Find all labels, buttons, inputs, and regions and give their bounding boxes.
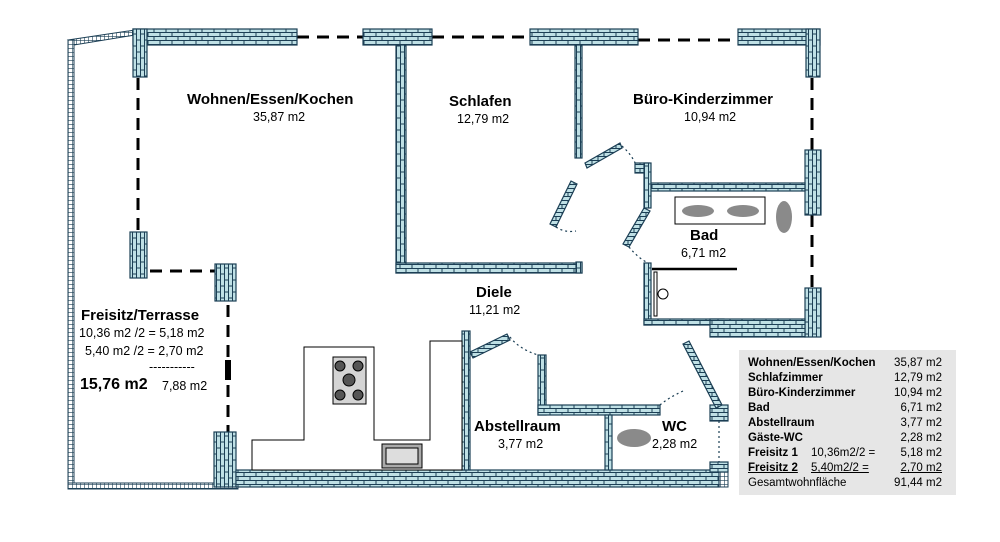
terrace-separator: ----------- bbox=[149, 360, 195, 374]
row-name: Freisitz 1 bbox=[748, 447, 798, 459]
row-value: 35,87 m2 bbox=[894, 357, 942, 369]
row-name: Schlafzimmer bbox=[748, 372, 823, 384]
table-row: Bad 6,71 m2 bbox=[748, 402, 942, 416]
room-name-wc: WC bbox=[662, 418, 687, 435]
terrace-calc-1: 10,36 m2 /2 = 5,18 m2 bbox=[79, 326, 205, 340]
room-area-wc: 2,28 m2 bbox=[652, 437, 698, 451]
terrace-calc-2: 5,40 m2 /2 = 2,70 m2 bbox=[85, 344, 204, 358]
row-value: 12,79 m2 bbox=[894, 372, 942, 384]
terrace-total: 15,76 m2 bbox=[80, 376, 148, 393]
row-name: Freisitz 2 bbox=[748, 462, 798, 474]
brick-walls bbox=[129, 28, 822, 488]
room-area-bad: 6,71 m2 bbox=[681, 246, 727, 260]
table-row-total: Gesamtwohnfläche 91,44 m2 bbox=[748, 477, 942, 491]
terrace-half: 7,88 m2 bbox=[162, 379, 208, 393]
room-name-schlafen: Schlafen bbox=[449, 93, 512, 110]
row-value: 2,70 m2 bbox=[900, 462, 942, 474]
row-calc: 10,36m2/2 = bbox=[811, 447, 876, 459]
row-value: 2,28 m2 bbox=[900, 432, 942, 444]
room-name-bad: Bad bbox=[690, 227, 719, 244]
room-area-schlafen: 12,79 m2 bbox=[457, 112, 510, 126]
room-name-abstellraum: Abstellraum bbox=[474, 418, 561, 435]
door-swing-arcs bbox=[509, 145, 720, 462]
row-calc: 5,40m2/2 = bbox=[811, 462, 869, 474]
table-row: Schlafzimmer 12,79 m2 bbox=[748, 372, 942, 386]
row-name: Gesamtwohnfläche bbox=[748, 477, 847, 489]
row-value: 5,18 m2 bbox=[900, 447, 942, 459]
row-value: 6,71 m2 bbox=[900, 402, 942, 414]
row-name: Gäste-WC bbox=[748, 432, 803, 444]
table-row: Büro-Kinderzimmer 10,94 m2 bbox=[748, 387, 942, 401]
room-area-wohnen: 35,87 m2 bbox=[253, 110, 306, 124]
room-name-diele: Diele bbox=[476, 284, 512, 301]
row-name: Bad bbox=[748, 402, 770, 414]
room-name-buero: Büro-Kinderzimmer bbox=[633, 91, 774, 108]
bathroom-fixtures bbox=[617, 196, 792, 447]
row-name: Büro-Kinderzimmer bbox=[748, 387, 856, 399]
room-area-diele: 11,21 m2 bbox=[469, 303, 521, 317]
room-name-wohnen: Wohnen/Essen/Kochen bbox=[187, 91, 354, 108]
room-area-abstellraum: 3,77 m2 bbox=[498, 437, 544, 451]
kitchen-units bbox=[251, 340, 463, 471]
table-row-freisitz-2: Freisitz 2 5,40m2/2 = 2,70 m2 bbox=[748, 462, 942, 476]
area-summary-table: Wohnen/Essen/Kochen 35,87 m2 Schlafzimme… bbox=[739, 350, 956, 495]
row-value: 91,44 m2 bbox=[894, 477, 942, 489]
row-value: 10,94 m2 bbox=[894, 387, 942, 399]
row-name: Abstellraum bbox=[748, 417, 815, 429]
table-row: Abstellraum 3,77 m2 bbox=[748, 417, 942, 431]
row-name: Wohnen/Essen/Kochen bbox=[748, 357, 876, 369]
table-row-freisitz-1: Freisitz 1 10,36m2/2 = 5,18 m2 bbox=[748, 447, 942, 461]
row-value: 3,77 m2 bbox=[900, 417, 942, 429]
table-row: Wohnen/Essen/Kochen 35,87 m2 bbox=[748, 357, 942, 371]
table-row: Gäste-WC 2,28 m2 bbox=[748, 432, 942, 446]
terrace-name: Freisitz/Terrasse bbox=[81, 307, 200, 324]
room-area-buero: 10,94 m2 bbox=[684, 110, 737, 124]
